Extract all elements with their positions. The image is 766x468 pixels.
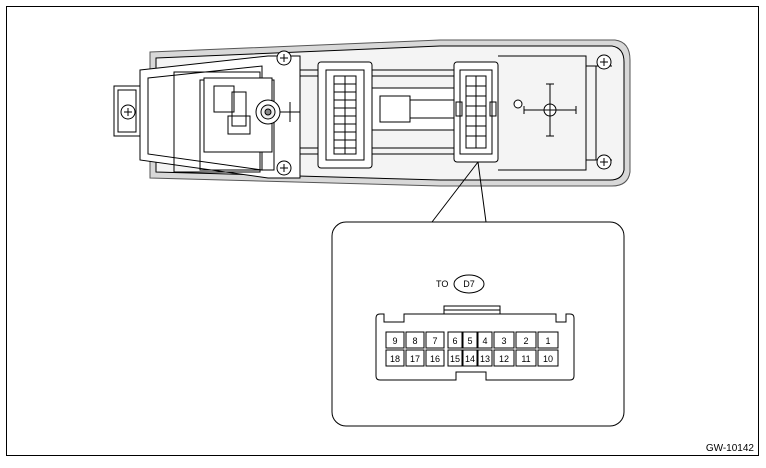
connector-pin-number: 9: [392, 336, 397, 346]
screw-icon: [120, 104, 136, 120]
connector-pin-number: 16: [430, 354, 440, 364]
callout-prefix: TO: [436, 279, 448, 289]
connector-pin-cell: [462, 331, 478, 349]
connector-pin-number: 12: [499, 354, 509, 364]
connector-pin-number: 2: [523, 336, 528, 346]
connector-pin-cell: [537, 331, 559, 349]
connector-d7-pins: [465, 75, 487, 149]
connector-pin-number: 3: [501, 336, 506, 346]
connector-pin-cell: [493, 349, 515, 367]
switch-right-section: [498, 55, 587, 171]
screw-icon: [596, 154, 612, 170]
connector-pin-cell: [515, 349, 537, 367]
connector-pin-number: 6: [452, 336, 457, 346]
connector-pin-number: 10: [543, 354, 553, 364]
small-hole: [513, 99, 523, 109]
connector-pin-cell: [477, 349, 493, 367]
connector-pin-cell: [425, 331, 445, 349]
connector-block-left-pins: [333, 75, 357, 155]
callout-leader: [431, 161, 487, 223]
diagram-border: [6, 6, 759, 456]
figure-id: GW-10142: [706, 443, 755, 454]
connector-pin-cell: [515, 331, 537, 349]
screw-icon: [276, 50, 292, 66]
connector-pin-number: 1: [545, 336, 550, 346]
connector-pin-cell: [493, 331, 515, 349]
connector-id-badge: [453, 274, 485, 294]
connector-pin-number: 15: [450, 354, 460, 364]
screw-icon: [276, 160, 292, 176]
connector-pin-cell: [405, 331, 425, 349]
connector-pin-number: 18: [390, 354, 400, 364]
connector-pin-number: 13: [480, 354, 490, 364]
middle-slide: [371, 87, 457, 131]
connector-pin-number: 14: [465, 354, 475, 364]
connector-id: D7: [463, 279, 475, 289]
connector-pin-number: 8: [412, 336, 417, 346]
connector-pin-cell: [385, 331, 405, 349]
connector-pin-number: 11: [521, 354, 530, 364]
connector-latch: [443, 305, 501, 314]
connector-pin-number: 4: [482, 336, 487, 346]
connector-pin-cell: [385, 349, 405, 367]
connector-pin-cell: [477, 331, 493, 349]
connector-pin-cell: [537, 349, 559, 367]
cross-boss: [523, 83, 577, 137]
connector-pin-cell: [462, 349, 478, 367]
connector-pin-number: 5: [467, 336, 472, 346]
connector-pin-number: 7: [432, 336, 437, 346]
connector-pin-number: 17: [410, 354, 420, 364]
connector-pin-cell: [447, 349, 463, 367]
connector-pin-cell: [425, 349, 445, 367]
switch-assembly: [113, 39, 631, 187]
screw-icon: [596, 54, 612, 70]
connector-pin-cell: [447, 331, 463, 349]
connector-pin-cell: [405, 349, 425, 367]
